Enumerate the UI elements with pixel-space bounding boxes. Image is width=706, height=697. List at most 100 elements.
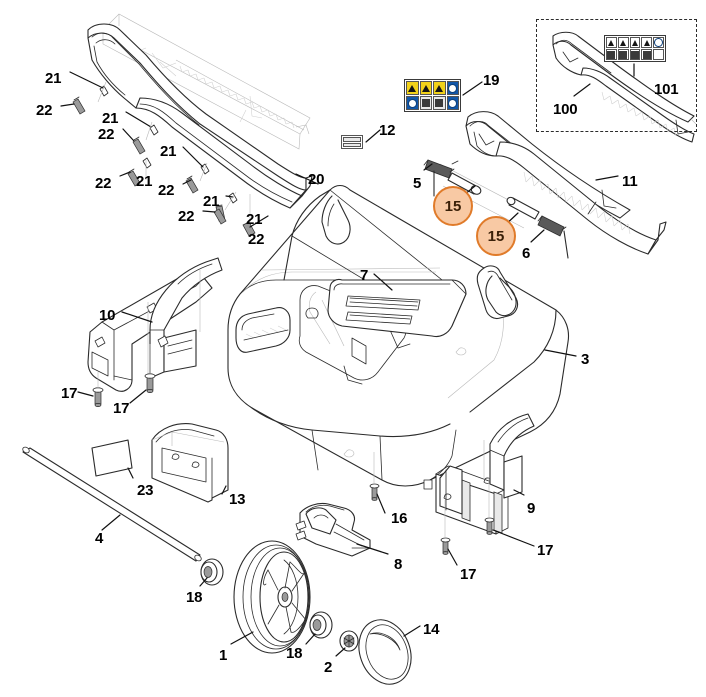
leader-1 — [230, 631, 254, 645]
callout-12: 12 — [379, 122, 396, 139]
callout-20: 20 — [308, 171, 325, 188]
warning-decal-101 — [604, 35, 666, 62]
screw-22 — [185, 175, 199, 194]
decal-cell-keep-bystanders-away — [419, 96, 432, 110]
bolt-16 — [369, 452, 386, 514]
rating-plate-row-top — [343, 137, 361, 142]
callout-21: 21 — [136, 173, 153, 190]
callout-21: 21 — [203, 193, 220, 210]
screws-group-22 — [72, 96, 256, 237]
bolts-17-left — [77, 344, 156, 407]
callout-8: 8 — [394, 556, 403, 573]
leader-5 — [423, 163, 433, 171]
leader-13 — [221, 485, 227, 495]
callout-21: 21 — [102, 110, 119, 127]
leader-16 — [376, 493, 386, 514]
leader-8 — [356, 543, 389, 555]
screw-22 — [213, 208, 227, 225]
warning-decal-19 — [404, 79, 461, 112]
decal-cell-symbol-round — [653, 37, 664, 48]
callout-11: 11 — [622, 173, 638, 190]
decal-cell-warning-read-manual — [406, 81, 419, 95]
leader-17a — [77, 391, 94, 397]
callout-22: 22 — [95, 175, 112, 192]
decal-cell-pictogram-2 — [617, 49, 629, 60]
callout-3: 3 — [581, 351, 590, 368]
callout-21: 21 — [45, 70, 62, 87]
decal-cell-warning-blade — [419, 81, 432, 95]
rating-plate-12 — [341, 135, 363, 149]
hinge-pin-15b — [506, 196, 540, 220]
callout-6: 6 — [522, 245, 531, 262]
bolt-17 — [440, 537, 451, 555]
callout-18: 18 — [186, 589, 203, 606]
catcher-frame-faint — [102, 13, 311, 150]
callout-2: 2 — [324, 659, 333, 676]
callout-22: 22 — [98, 126, 115, 143]
decal-cell-warning-2 — [617, 37, 629, 48]
callout-17: 17 — [537, 542, 554, 559]
rear-flap-11 — [439, 111, 667, 255]
decal-cell-warning-1 — [606, 37, 617, 48]
decal-cell-pictogram-5 — [653, 49, 664, 60]
decal-cell-warning-debris — [433, 81, 446, 95]
decal-cell-mandatory-disconnect — [446, 81, 459, 95]
leader-4 — [101, 514, 121, 531]
decal-cell-mandatory-manual — [406, 96, 419, 110]
rear-deflector-20 — [87, 23, 313, 209]
callout-101: 101 — [654, 81, 679, 98]
screw-22 — [242, 221, 256, 237]
hinge-pin-15a — [447, 172, 482, 195]
leader-lines-topleft — [60, 71, 319, 228]
callout-4: 4 — [95, 530, 104, 547]
hubcap-nut-2 — [335, 630, 359, 657]
variant-inset-box — [536, 19, 697, 132]
decal-cell-warning-3 — [629, 37, 641, 48]
highlight-badge-15[interactable]: 15 — [476, 216, 516, 256]
callout-22: 22 — [36, 102, 53, 119]
screw-22 — [72, 96, 86, 115]
decal-cell-pictogram-1 — [606, 49, 617, 60]
callout-1: 1 — [219, 647, 228, 664]
hubcap-14 — [358, 619, 421, 685]
hinge-spring-6 — [537, 215, 569, 259]
leader-14 — [403, 625, 421, 637]
wheel-1 — [230, 540, 311, 654]
callout-22: 22 — [158, 182, 175, 199]
callout-17: 17 — [61, 385, 78, 402]
bolt-17 — [92, 387, 104, 407]
cover-13 — [151, 423, 229, 503]
leader-6 — [530, 229, 545, 243]
leader-12 — [365, 129, 381, 143]
highlight-badge-15[interactable]: 15 — [433, 186, 473, 226]
bushing-18-left — [199, 558, 224, 587]
leader-17c — [447, 548, 458, 566]
leader-18b — [305, 633, 316, 645]
callout-7: 7 — [360, 267, 369, 284]
bolts-17-right — [440, 478, 535, 566]
callout-13: 13 — [229, 491, 246, 508]
callout-14: 14 — [423, 621, 440, 638]
leader-17d — [492, 529, 535, 547]
leader-11 — [595, 175, 619, 181]
leader-10 — [121, 311, 153, 323]
leader-100 — [573, 83, 591, 97]
callout-22: 22 — [248, 231, 265, 248]
screw-22 — [132, 136, 146, 155]
callout-10: 10 — [99, 307, 116, 324]
leader-2 — [335, 647, 346, 657]
rating-plate-row-bottom — [343, 142, 361, 147]
callout-21: 21 — [246, 211, 263, 228]
leader-18a — [199, 577, 208, 587]
leader-17b — [129, 389, 147, 404]
callout-17: 17 — [113, 400, 130, 417]
decal-cell-warning-4 — [641, 37, 653, 48]
rear-bracket-9 — [423, 413, 535, 535]
callout-5: 5 — [413, 175, 422, 192]
callout-17: 17 — [460, 566, 477, 583]
bolt-17 — [484, 517, 495, 535]
cable-guide-8 — [295, 502, 389, 557]
leader-3 — [544, 349, 577, 357]
